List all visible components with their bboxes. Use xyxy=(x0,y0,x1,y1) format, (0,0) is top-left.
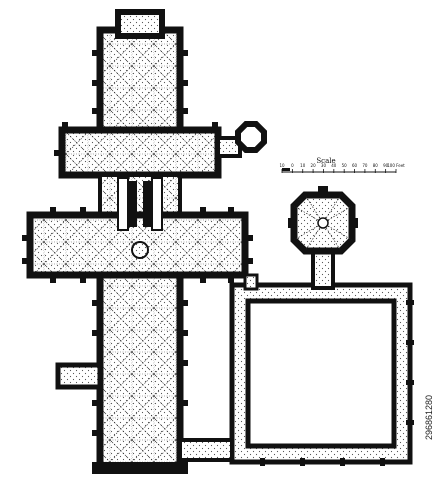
scale-tick-label: 50 xyxy=(342,163,348,168)
crossing xyxy=(98,173,182,217)
scale-tick-label: 20 xyxy=(311,163,317,168)
nave xyxy=(96,271,184,474)
scale-tick-label: 0 xyxy=(291,163,294,168)
scale-tick-label: 70 xyxy=(362,163,368,168)
eastern-transept xyxy=(58,126,222,179)
scale-tick-label: 80 xyxy=(373,163,379,168)
north-porch xyxy=(55,362,103,390)
choir xyxy=(96,26,184,134)
scale-tick-label: 30 xyxy=(321,163,327,168)
scale-tick-label: 40 xyxy=(331,163,337,168)
cloisters xyxy=(178,273,414,466)
scale-label: Scale xyxy=(316,157,335,165)
choir-stalls xyxy=(117,177,163,259)
stock-id: 296861280 xyxy=(424,395,434,440)
scale-tick-label: 10 xyxy=(279,163,285,168)
scale-tick-label: 100 Feet xyxy=(387,163,405,168)
cloister-link xyxy=(178,438,234,462)
scale-tick-label: 10 xyxy=(300,163,306,168)
buttresses xyxy=(22,50,253,436)
cloister-transept-link xyxy=(243,273,259,291)
scale-tick-label: 60 xyxy=(352,163,358,168)
chapter-house xyxy=(288,186,358,290)
scale-tick-label: 90 xyxy=(383,163,389,168)
west-front xyxy=(92,462,188,474)
east-chapel xyxy=(115,9,165,39)
octagonal-vestry xyxy=(216,121,267,158)
church-body xyxy=(26,9,249,474)
